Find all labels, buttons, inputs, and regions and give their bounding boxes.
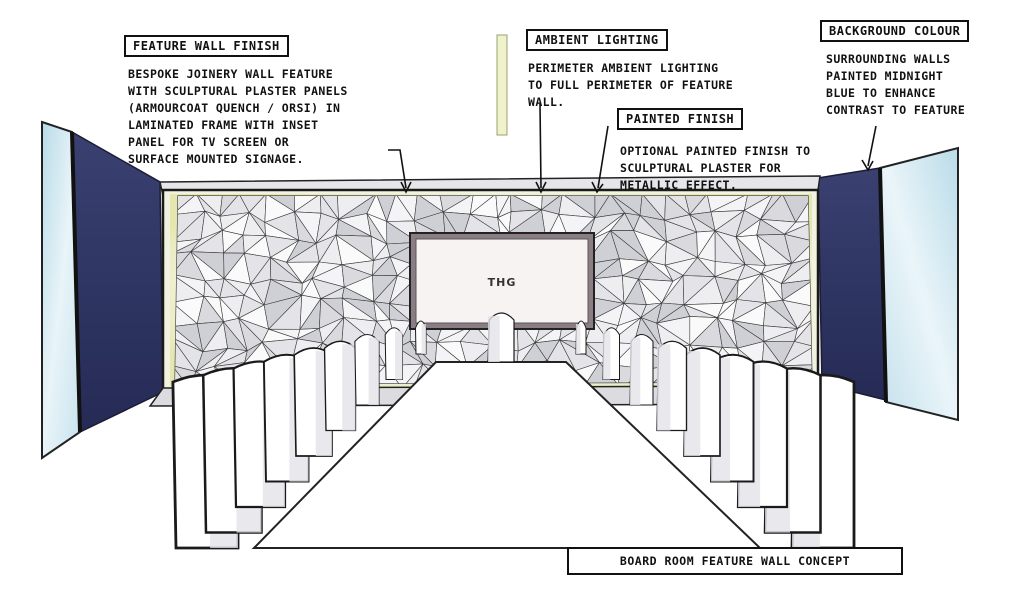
chair-shade (488, 316, 500, 362)
background-colour-line: PAINTED MIDNIGHT (826, 69, 944, 83)
ceiling-light-strip (496, 34, 508, 136)
chair-shade (630, 337, 641, 405)
title-box-outline (567, 547, 903, 575)
painted-finish-line: SCULPTURAL PLASTER FOR (620, 161, 782, 175)
screen-logo: THG (487, 275, 517, 289)
annotation-leaders (388, 103, 877, 194)
chair-shade (421, 324, 426, 354)
chair-shade (342, 344, 356, 431)
feature-wall-heading: FEATURE WALL FINISH (124, 35, 289, 57)
feature-wall-line: LAMINATED FRAME WITH INSET (128, 118, 319, 132)
ambient-lighting-note: PERIMETER AMBIENT LIGHTING TO FULL PERIM… (528, 60, 733, 111)
right-navy-wall (817, 167, 887, 401)
painted-finish-note: OPTIONAL PAINTED FINISH TO SCULPTURAL PL… (620, 143, 810, 194)
feature-wall-line: WITH SCULPTURAL PLASTER PANELS (128, 84, 348, 98)
painted-finish-line: OPTIONAL PAINTED FINISH TO (620, 144, 811, 158)
feature-wall-line: BESPOKE JOINERY WALL FEATURE (128, 67, 334, 81)
feature-wall-note: BESPOKE JOINERY WALL FEATURE WITH SCULPT… (128, 66, 348, 168)
feature-wall-line: SURFACE MOUNTED SIGNAGE. (128, 152, 304, 166)
feature-wall-line: (ARMOURCOAT QUENCH / ORSI) IN (128, 101, 341, 115)
background-colour-line: CONTRAST TO FEATURE (826, 103, 966, 117)
ambient-lighting-line: TO FULL PERIMETER OF FEATURE (528, 78, 734, 92)
chairs (171, 312, 856, 550)
background-colour-heading: BACKGROUND COLOUR (820, 20, 970, 42)
painted-finish-heading: PAINTED FINISH (617, 108, 744, 130)
chair-shade (576, 324, 581, 354)
ambient-lighting-line: WALL. (528, 95, 565, 109)
tv-screen (415, 238, 589, 324)
right-glass-panel (878, 146, 959, 422)
drawing-title: BOARD ROOM FEATURE WALL CONCEPT (619, 554, 851, 568)
left-navy-wall (71, 130, 164, 434)
background-colour-note: SURROUNDING WALLS PAINTED MIDNIGHT BLUE … (826, 51, 965, 119)
chair-shade (657, 344, 671, 431)
background-colour-line: BLUE TO ENHANCE (826, 86, 936, 100)
ambient-lighting-heading: AMBIENT LIGHTING (526, 29, 668, 51)
background-colour-line: SURROUNDING WALLS (826, 52, 951, 66)
chair-shade (603, 330, 611, 380)
chair-shade (395, 330, 403, 380)
chair-shade (684, 351, 701, 456)
chair-shade (368, 337, 379, 405)
painted-finish-line: METALLIC EFFECT. (620, 178, 738, 192)
ambient-lighting-line: PERIMETER AMBIENT LIGHTING (528, 61, 719, 75)
feature-wall-line: PANEL FOR TV SCREEN OR (128, 135, 290, 149)
